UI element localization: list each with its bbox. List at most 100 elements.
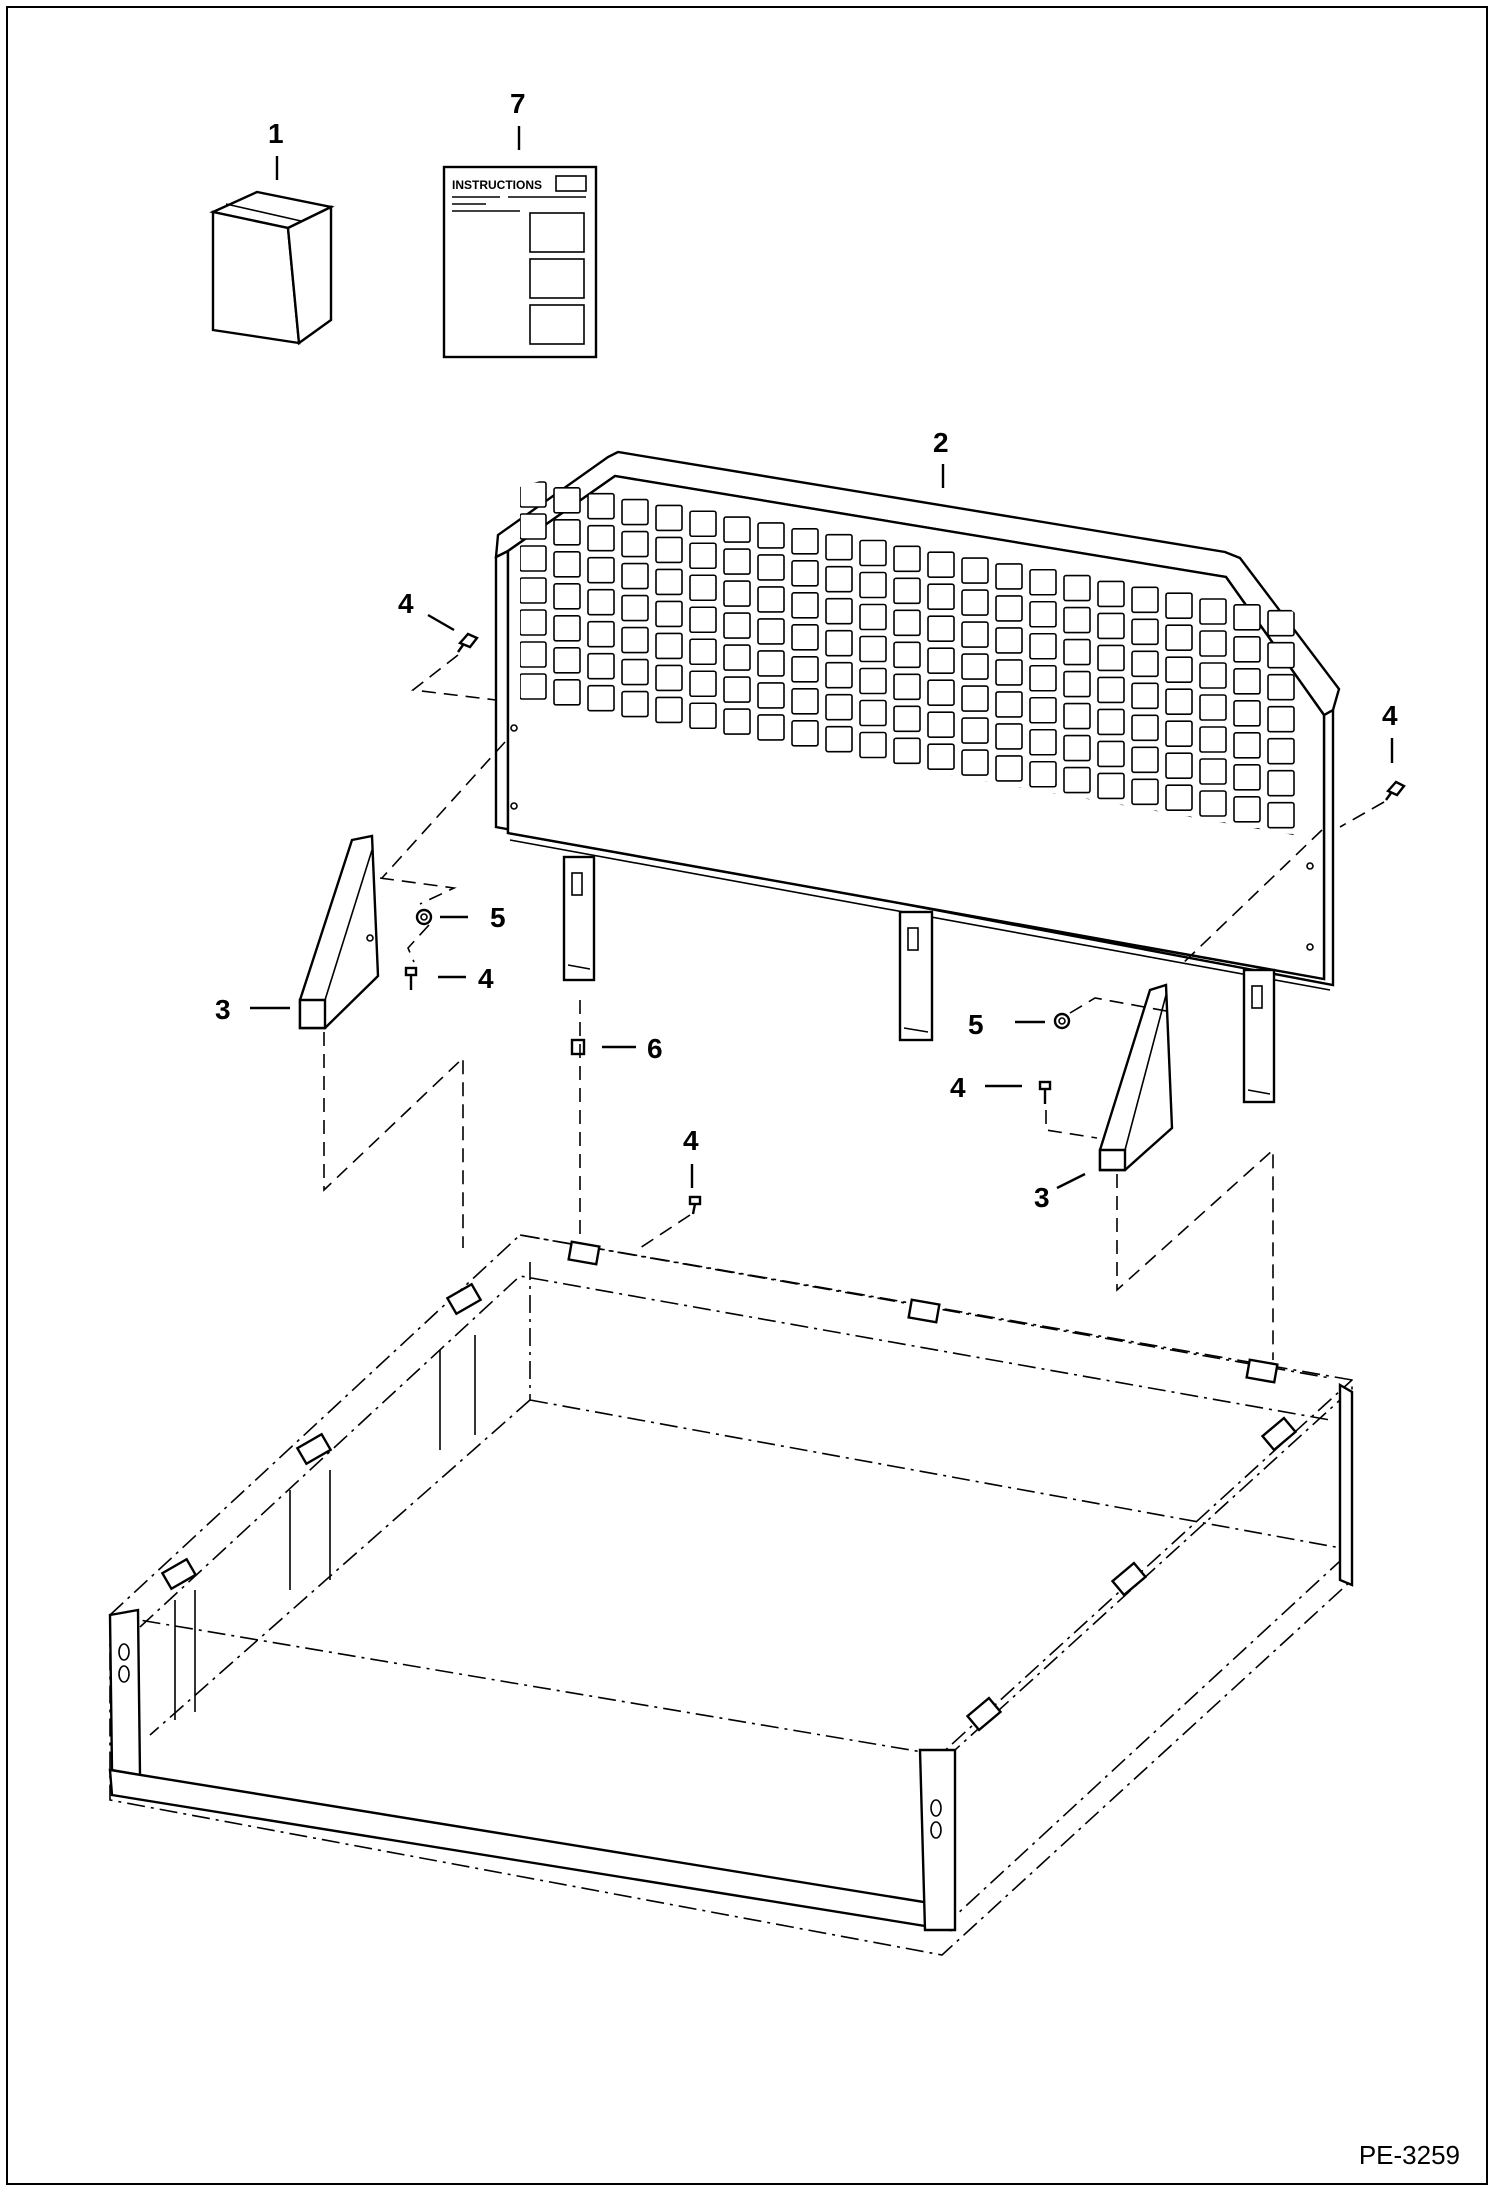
mesh-cell [689,606,717,634]
mesh-cell [1165,656,1193,683]
mesh-cell [689,638,717,666]
mesh-cell [587,652,615,680]
mesh-cell [723,644,751,671]
mesh-cell [1131,618,1159,646]
mesh-cell [961,589,989,616]
mesh-cell [587,524,615,552]
callout-3-left: 3 [215,994,231,1025]
mesh-cell [1165,784,1193,811]
mesh-cell [1165,592,1193,619]
mesh-cell [791,527,819,555]
mesh-cell [825,629,853,657]
mesh-cell [621,498,649,526]
mesh-cell [553,551,581,578]
mesh-cell [689,542,717,570]
mesh-cell [1267,737,1295,765]
mesh-cell [995,755,1023,782]
mesh-cell [1097,644,1125,672]
mesh-cell [1199,598,1227,625]
mesh-cell [621,594,649,622]
mesh-cell [859,603,887,631]
mesh-cell [1063,702,1091,730]
mesh-cell [893,673,921,701]
mesh-cell [587,492,615,520]
mesh-cell [859,731,887,759]
callout-4-right: 4 [950,1072,966,1103]
mesh-cell [859,667,887,695]
hardware-fasteners [404,632,1406,1215]
mesh-cell [553,487,581,514]
mesh-cell [1029,760,1057,788]
callout-1: 1 [268,118,284,149]
mesh-cell [1131,714,1159,742]
instructions-title: INSTRUCTIONS [452,178,542,192]
callout-5-right: 5 [968,1009,984,1040]
mesh-cell [1097,740,1125,768]
mesh-cell [520,673,547,700]
mesh-cell [1267,609,1295,637]
mesh-grid [520,481,1295,837]
mesh-cell [995,595,1023,622]
mesh-cell [1199,694,1227,721]
mesh-cell [1097,580,1125,608]
mesh-cell [791,719,819,747]
mesh-cell [927,583,955,611]
mesh-cell [791,591,819,619]
mesh-cell [1233,668,1261,695]
mesh-cell [553,647,581,674]
mesh-cell [1063,606,1091,634]
mesh-cell [859,539,887,567]
part-1-box [209,190,335,346]
mesh-cell [723,516,751,543]
mesh-cell [655,504,683,532]
mesh-cell [1131,682,1159,710]
mesh-cell [1165,624,1193,651]
mesh-cell [1233,732,1261,759]
callout-4-top-right: 4 [1382,700,1398,731]
part-3-left-bracket [298,834,380,1030]
mesh-cell [995,691,1023,718]
mesh-cell [1165,752,1193,779]
mesh-cell [961,717,989,744]
mesh-cell [1199,662,1227,689]
mesh-cell [859,571,887,599]
mesh-cell [927,711,955,739]
mesh-cell [927,647,955,675]
part-2-screen-panel [494,450,1341,1104]
mesh-cell [655,664,683,692]
mesh-cell [1063,766,1091,794]
mesh-cell [689,702,717,730]
mesh-cell [689,574,717,602]
mesh-cell [553,519,581,546]
mesh-cell [1063,574,1091,602]
mesh-cell [757,554,785,581]
mesh-cell [757,714,785,741]
mesh-cell [1097,676,1125,704]
mesh-cell [757,522,785,549]
mesh-cell [1233,636,1261,663]
panel-legs [562,855,1276,1104]
mesh-cell [825,565,853,593]
mesh-cell [893,609,921,637]
mesh-cell [1267,673,1295,701]
mesh-cell [621,562,649,590]
mesh-cell [893,641,921,669]
mesh-cell [859,635,887,663]
assembly-guide-lines [323,654,1385,1360]
drawing-frame [6,6,1488,2185]
mesh-cell [791,655,819,683]
mesh-cell [520,513,547,540]
mesh-cell [1165,720,1193,747]
mesh-cell [961,557,989,584]
mesh-cell [1131,650,1159,678]
mesh-cell [961,621,989,648]
mesh-cell [1233,700,1261,727]
callout-leaders [250,126,1394,1190]
mesh-cell [723,580,751,607]
mesh-cell [723,676,751,703]
mesh-cell [1199,726,1227,753]
mesh-cell [1267,705,1295,733]
mesh-cell [893,577,921,605]
mesh-cell [791,559,819,587]
